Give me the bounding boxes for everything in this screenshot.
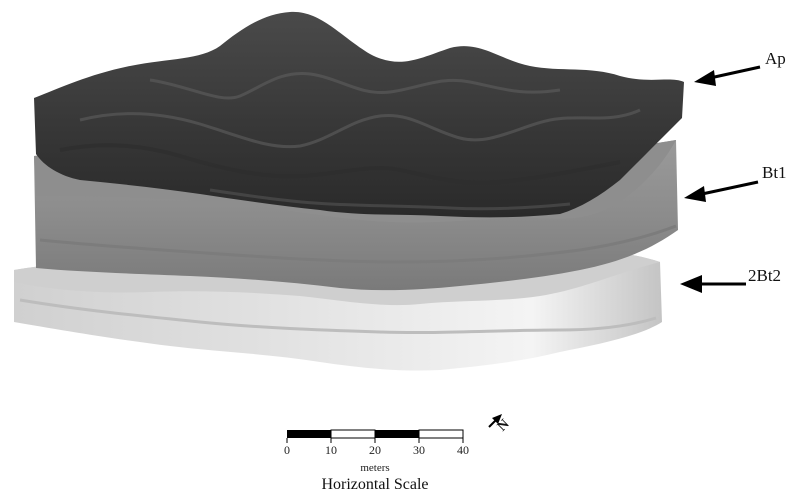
arrow-2bt2: [680, 275, 746, 293]
scale-tick-40: 40: [457, 443, 469, 457]
layer-ap: [34, 11, 684, 218]
arrow-bt1: [684, 180, 759, 202]
scale-tick-0: 0: [284, 443, 290, 457]
label-bt1: Bt1: [762, 163, 787, 182]
north-arrow-icon: [488, 414, 502, 428]
label-ap: Ap: [765, 49, 786, 68]
scale-tick-20: 20: [369, 443, 381, 457]
scale-caption: Horizontal Scale: [321, 476, 429, 493]
scale-units: meters: [360, 462, 390, 474]
scale-tick-30: 30: [413, 443, 425, 457]
scale-bar: [286, 429, 464, 443]
arrow-ap: [694, 65, 761, 86]
label-2bt2: 2Bt2: [748, 266, 782, 285]
scale-tick-10: 10: [325, 443, 337, 457]
